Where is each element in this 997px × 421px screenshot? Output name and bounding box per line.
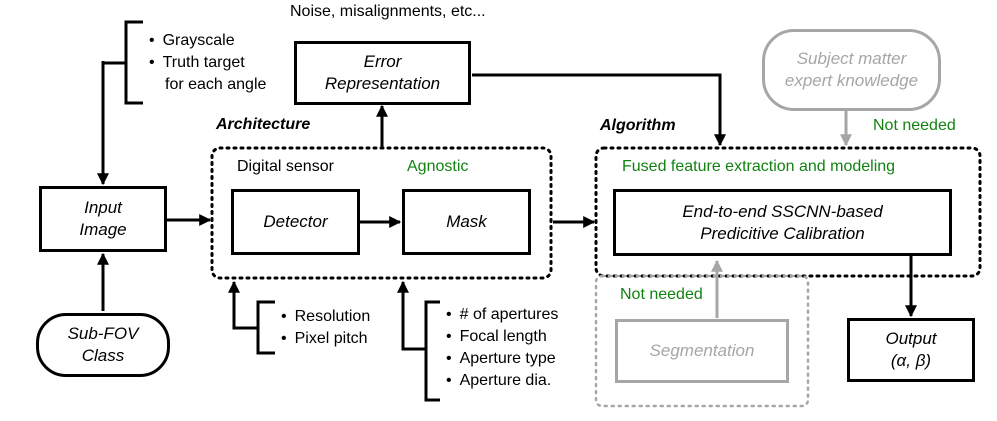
- mask-box: Mask: [402, 189, 531, 255]
- error-line2: Representation: [324, 74, 441, 93]
- sscnn-line2: Predicitive Calibration: [700, 223, 865, 243]
- subfov-line1: Sub-FOV: [67, 324, 139, 343]
- architecture-title: Architecture: [216, 116, 311, 133]
- sscnn-line1: End-to-end SSCNN-based: [682, 201, 883, 221]
- error-line1: Error: [363, 52, 402, 71]
- sme-line1: Subject matter: [796, 49, 907, 68]
- agnostic-label: Agnostic: [407, 158, 469, 175]
- fused-feature-label: Fused feature extraction and modeling: [622, 158, 896, 175]
- not-needed-top-label: Not needed: [873, 117, 956, 134]
- detector-notes-brace: [234, 282, 275, 355]
- input-note-grayscale: Grayscale: [149, 30, 266, 52]
- subject-matter-expert-box: Subject matter expert knowledge: [762, 29, 941, 111]
- output-line1: Output: [885, 329, 937, 348]
- mask-notes-list: # of apertures Focal length Aperture typ…: [446, 304, 559, 392]
- input-image-line1: Input: [84, 198, 122, 217]
- detector-box: Detector: [231, 189, 360, 255]
- algorithm-frame: [594, 146, 982, 278]
- input-image-line2: Image: [79, 220, 127, 239]
- not-needed-bottom-label: Not needed: [620, 286, 703, 303]
- subfov-line2: Class: [81, 346, 125, 365]
- input-notes-brace: [103, 20, 143, 105]
- input-notes-list: Grayscale Truth target for each angle: [149, 30, 267, 96]
- segmentation-frame: [594, 274, 810, 408]
- mask-note-aperture-type: Aperture type: [446, 348, 558, 370]
- noise-label: Noise, misalignments, etc...: [290, 3, 486, 20]
- sme-line2: expert knowledge: [784, 71, 919, 90]
- algorithm-title: Algorithm: [600, 117, 676, 134]
- arrow-error-to-algorithm: [472, 73, 726, 147]
- segmentation-box: Segmentation: [615, 319, 789, 383]
- subfov-class-box: Sub-FOV Class: [36, 313, 170, 377]
- output-box: Output (α, β): [847, 318, 975, 382]
- digital-sensor-label: Digital sensor: [237, 158, 334, 175]
- mask-note-aperture-dia: Aperture dia.: [446, 370, 558, 392]
- detector-note-resolution: Resolution: [281, 306, 371, 328]
- detector-notes-list: Resolution Pixel pitch: [281, 306, 371, 350]
- mask-note-focal-length: Focal length: [446, 326, 558, 348]
- mask-note-apertures: # of apertures: [446, 304, 559, 326]
- mask-notes-brace: [403, 282, 440, 402]
- input-note-for-each-angle: for each angle: [165, 76, 267, 93]
- detector-note-pixel-pitch: Pixel pitch: [281, 328, 370, 350]
- input-note-truth-target: Truth target: [149, 52, 266, 74]
- architecture-frame: [210, 146, 553, 280]
- output-line2: (α, β): [890, 351, 932, 370]
